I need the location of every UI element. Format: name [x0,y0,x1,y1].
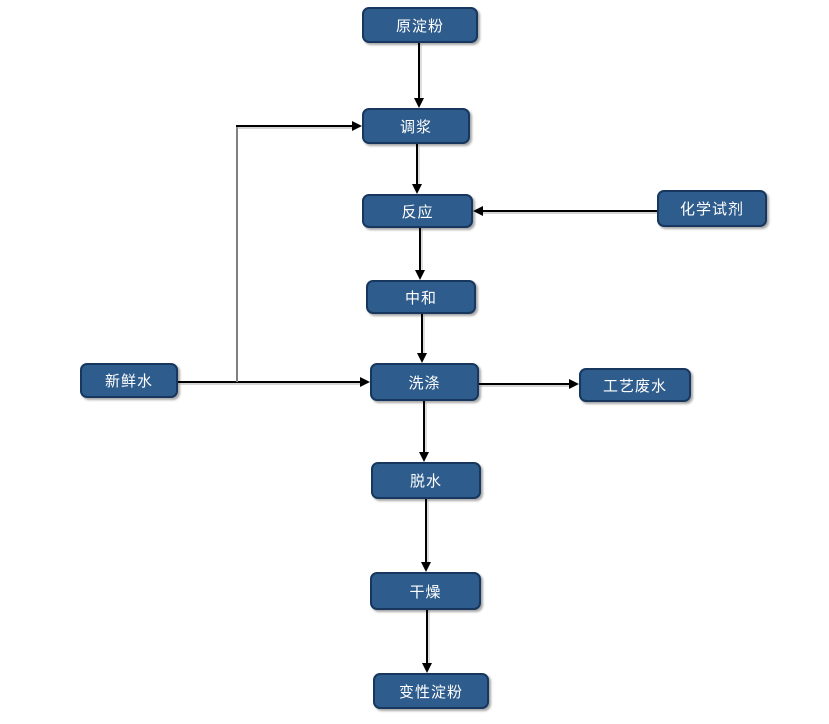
node-reaction-label: 反应 [401,202,434,221]
node-raw-starch: 原淀粉 [362,7,478,43]
edge-washing-to-wastewater-line [479,383,570,385]
edge-dewatering-to-drying-line [425,499,427,563]
node-fresh-water-label: 新鲜水 [104,372,153,390]
edge-washing-to-dewatering-line [423,401,425,453]
edge-freshwater-to-slurry-line [236,125,352,127]
node-fresh-water: 新鲜水 [80,363,178,398]
edge-chemical-to-reaction-arrowhead [473,206,483,216]
node-process-wastewater-label: 工艺废水 [602,376,667,395]
node-dewatering-label: 脱水 [409,472,442,490]
edge-drying-to-modified-starch-line [426,610,428,664]
edge-raw-starch-to-slurry-arrowhead [414,98,424,108]
edge-slurry-to-reaction-line [416,144,418,185]
node-reaction: 反应 [362,194,473,228]
edge-freshwater-to-washing-arrowhead [360,377,370,387]
node-washing-label: 洗涤 [408,373,441,392]
node-chemical-reagent: 化学试剂 [657,190,767,227]
edge-washing-to-wastewater-arrowhead [569,379,579,389]
node-modified-starch-label: 变性淀粉 [398,682,463,701]
node-dewatering: 脱水 [371,462,481,499]
node-drying-label: 干燥 [409,582,442,601]
edge-drying-to-modified-starch-arrowhead [422,663,432,673]
edge-washing-to-dewatering-arrowhead [419,452,429,462]
node-modified-starch: 变性淀粉 [373,673,489,709]
node-neutralization: 中和 [366,280,476,314]
edge-freshwater-to-slurry-arrowhead [352,121,362,131]
edge-reaction-to-neutralization-arrowhead [415,270,425,280]
edge-chemical-to-reaction-line [482,210,657,212]
node-neutralization-label: 中和 [404,288,437,307]
node-raw-starch-label: 原淀粉 [395,16,444,35]
node-drying: 干燥 [370,572,481,610]
edge-raw-starch-to-slurry-line [418,43,420,99]
edge-neutralization-to-washing-line [421,314,423,354]
edge-dewatering-to-drying-arrowhead [421,562,431,572]
node-slurry-mixing-label: 调浆 [399,117,432,136]
edge-reaction-to-neutralization-line [419,228,421,271]
edge-freshwater-to-washing-line [178,381,361,383]
node-process-wastewater: 工艺废水 [579,368,691,402]
edge-slurry-to-reaction-arrowhead [412,184,422,194]
edge-freshwater-to-slurry-riser [236,126,238,382]
node-chemical-reagent-label: 化学试剂 [679,200,744,218]
edge-neutralization-to-washing-arrowhead [417,353,427,363]
node-washing: 洗涤 [370,363,479,401]
node-slurry-mixing: 调浆 [362,108,470,144]
